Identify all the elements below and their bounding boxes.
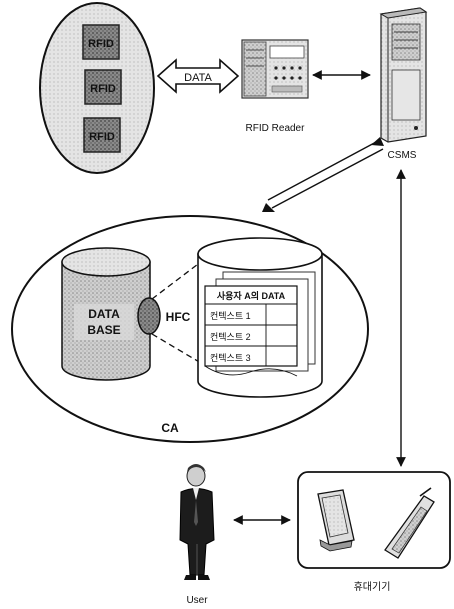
rfid-tag-label: RFID: [88, 38, 114, 50]
mobile-device-box: [298, 472, 450, 568]
rfid-reader-label: RFID Reader: [246, 123, 306, 134]
database-label-line2: BASE: [87, 323, 120, 337]
database-label-line1: DATA: [88, 307, 120, 321]
rfid-tag-3: RFID: [84, 118, 120, 152]
rfid-tag-label: RFID: [90, 83, 116, 95]
mobile-device-label: 휴대기기: [354, 581, 391, 593]
user-data-table-header: 사용자 A의 DATA: [217, 290, 286, 301]
rfid-tag-1: RFID: [83, 25, 119, 59]
rfid-tag-label: RFID: [89, 131, 115, 143]
user-data-table: 사용자 A의 DATA 컨텍스트 1 컨텍스트 2 컨텍스트 3: [205, 286, 297, 366]
user-data-row: 컨텍스트 1: [210, 311, 251, 321]
csms-ca-connection: [262, 137, 384, 212]
user-figure-icon: [180, 464, 214, 580]
ca-label: CA: [161, 421, 179, 435]
data-exchange-arrow: DATA: [158, 60, 238, 92]
csms-server-icon: [381, 8, 426, 142]
rfid-tag-group: RFID RFID RFID: [40, 3, 154, 173]
rfid-reader-icon: [242, 40, 308, 98]
hfc-label: HFC: [166, 310, 191, 324]
user-data-row: 컨텍스트 2: [210, 332, 251, 342]
hfc-interface: HFC: [138, 298, 191, 334]
csms-label: CSMS: [388, 150, 417, 161]
user-label: User: [186, 595, 208, 606]
rfid-tag-2: RFID: [85, 70, 121, 104]
data-arrow-label: DATA: [184, 72, 212, 84]
user-data-store: 사용자 A의 DATA 컨텍스트 1 컨텍스트 2 컨텍스트 3: [198, 238, 322, 397]
user-data-row: 컨텍스트 3: [210, 353, 251, 363]
database-cylinder: DATA BASE: [62, 248, 150, 380]
